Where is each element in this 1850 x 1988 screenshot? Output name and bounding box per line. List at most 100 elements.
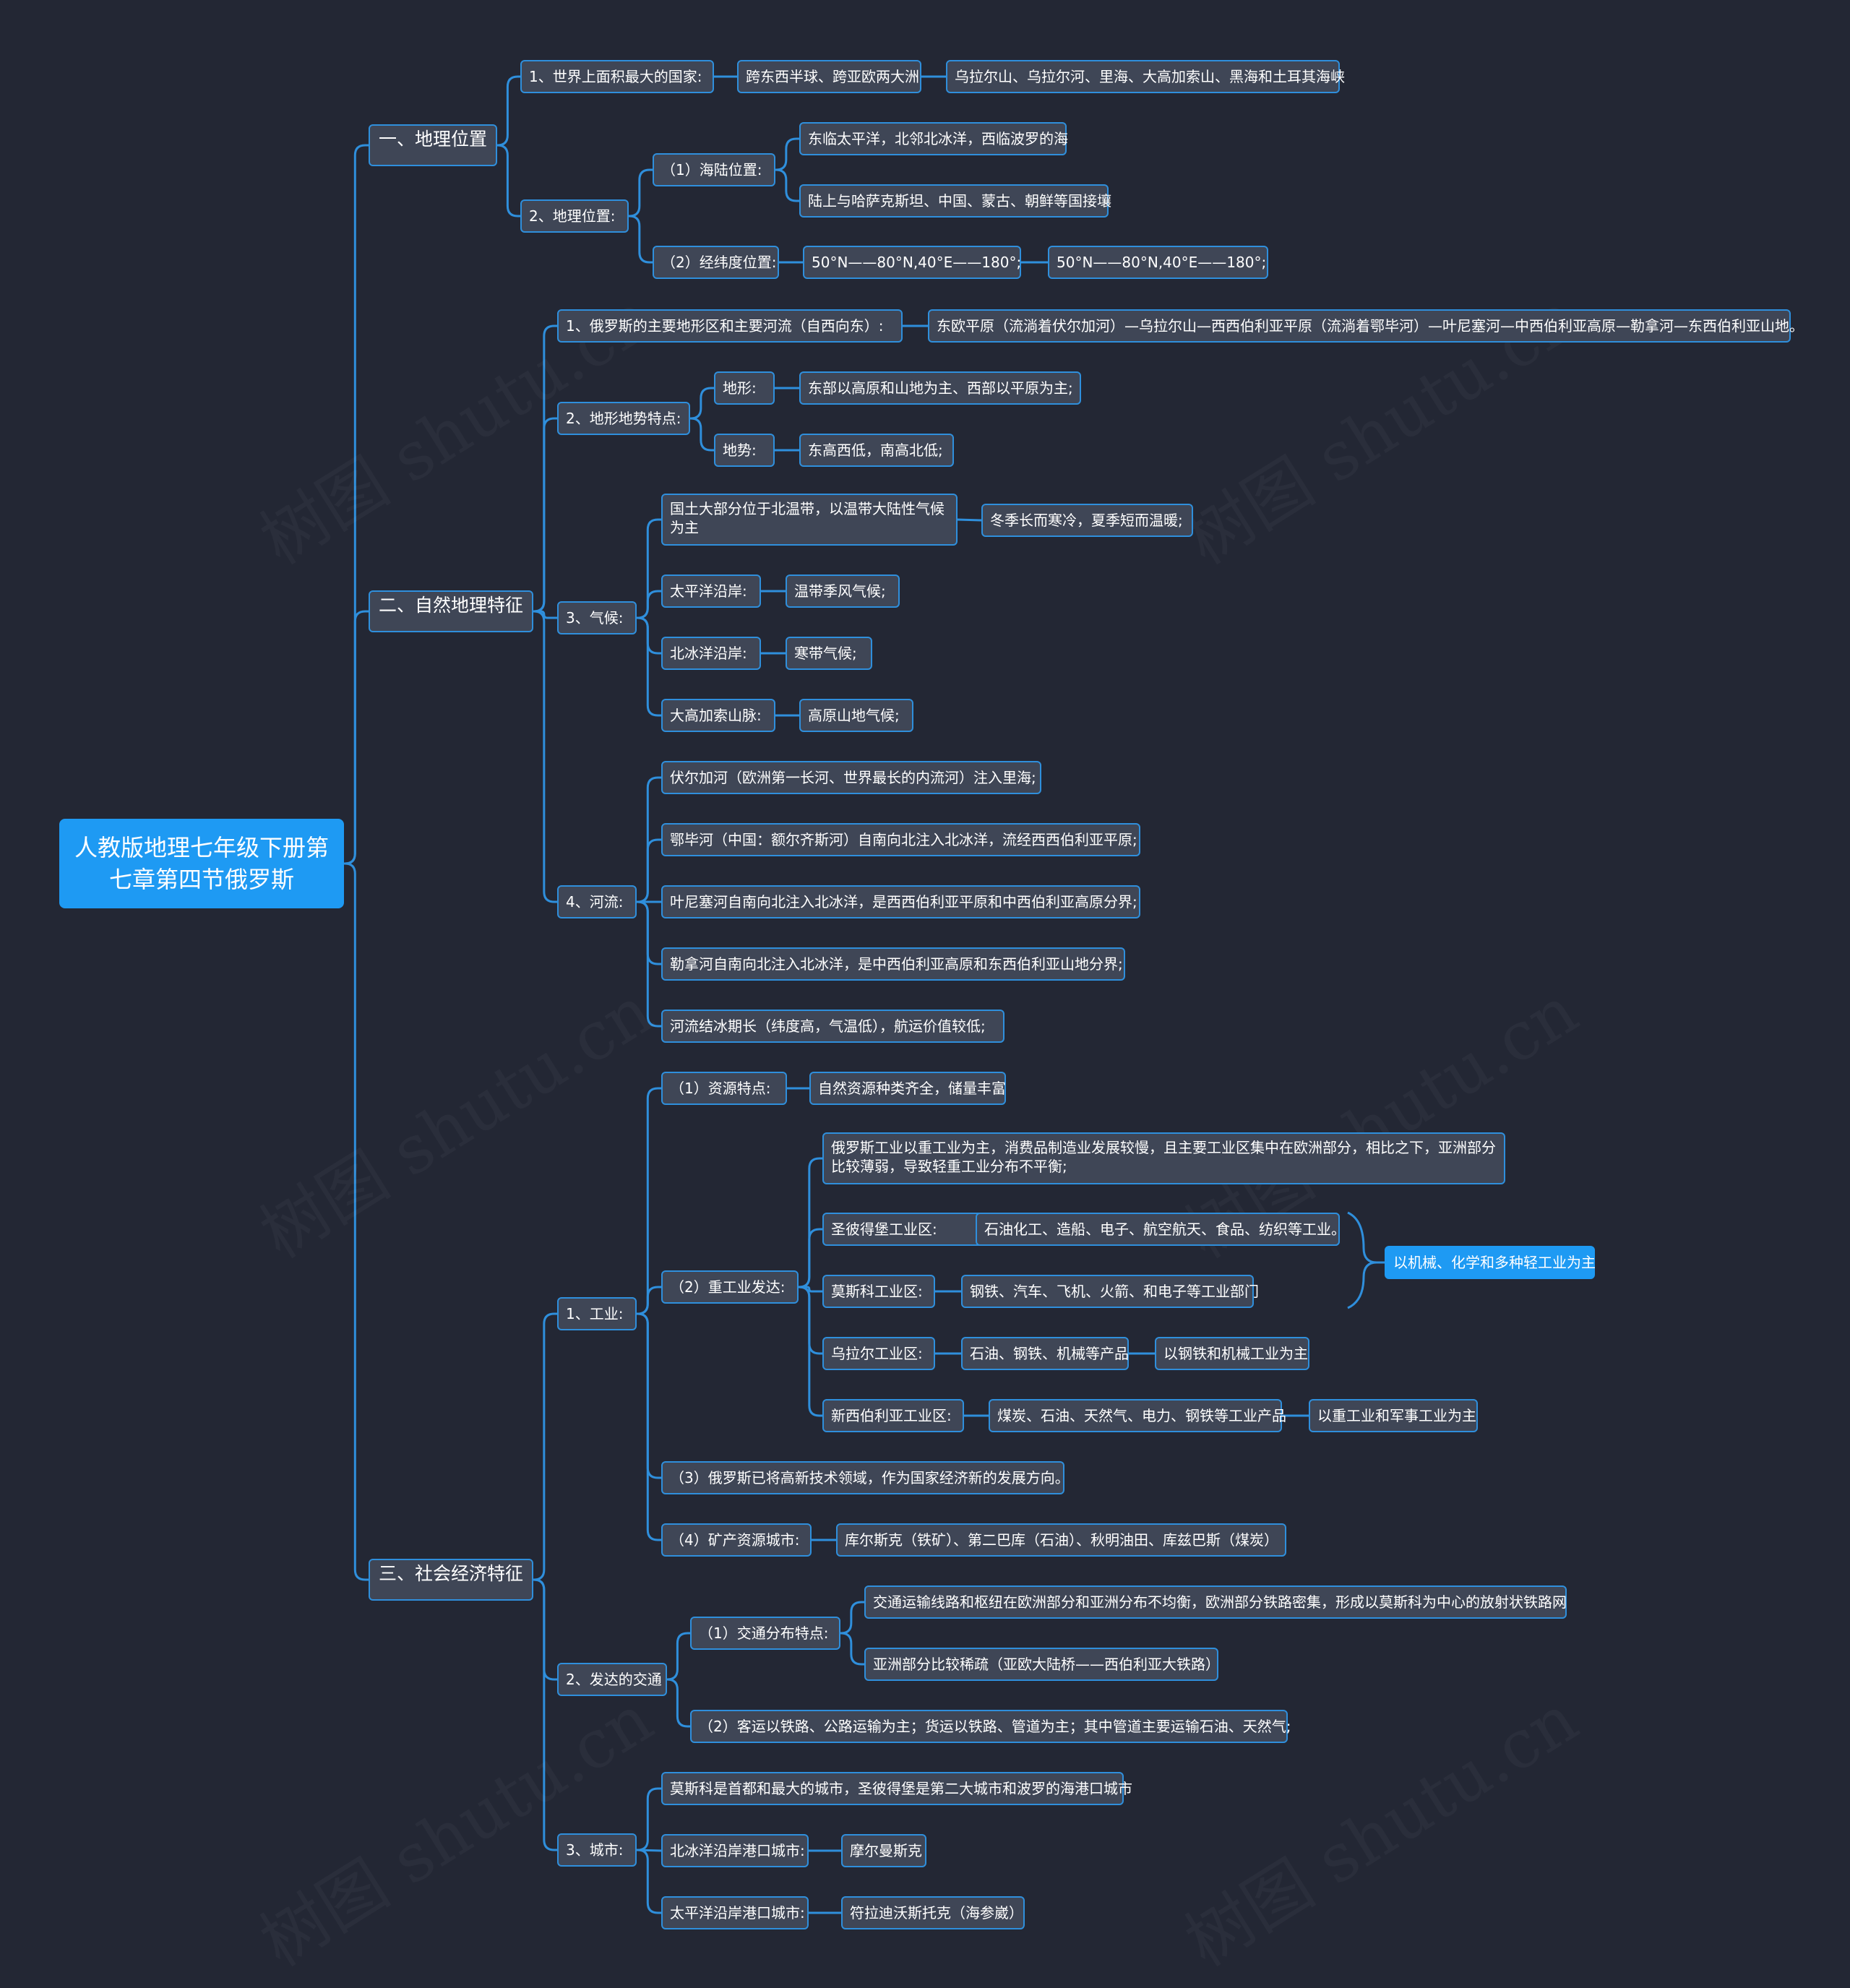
detail-node[interactable]: 冬季长而寒冷，夏季短而温暖;	[981, 504, 1193, 537]
node-label: 河流结冰期长（纬度高，气温低），航运价值较低;	[670, 1017, 986, 1035]
topic-node[interactable]: 2、地理位置:	[520, 199, 629, 233]
node-label: 伏尔加河（欧洲第一长河、世界最长的内流河）注入里海;	[670, 769, 1036, 786]
topic-node[interactable]: 1、俄罗斯的主要地形区和主要河流（自西向东）:	[557, 309, 903, 343]
connector-line	[533, 1578, 557, 1851]
detail-node[interactable]: 北冰洋沿岸港口城市:	[661, 1834, 809, 1867]
topic-node[interactable]: 1、世界上面积最大的国家:	[520, 60, 714, 93]
detail-node[interactable]: 太平洋沿岸:	[661, 575, 761, 608]
node-label: 交通运输线路和枢纽在欧洲部分和亚洲分布不均衡，欧洲部分铁路密集，形成以莫斯科为中…	[873, 1593, 1567, 1611]
node-label: 莫斯科工业区:	[831, 1283, 923, 1300]
detail-node[interactable]: （2）重工业发达:	[661, 1270, 799, 1304]
node-label: 钢铁、汽车、飞机、火箭、和电子等工业部门	[970, 1283, 1259, 1300]
topic-node[interactable]: 2、地形地势特点:	[557, 402, 690, 435]
detail-node[interactable]: 石油化工、造船、电子、航空航天、食品、纺织等工业。	[976, 1213, 1346, 1246]
section-node[interactable]: 一、地理位置	[369, 124, 497, 166]
detail-node[interactable]: 地形:	[714, 371, 775, 405]
detail-node[interactable]: 新西伯利亚工业区:	[822, 1399, 964, 1432]
node-label: 温带季风气候;	[794, 582, 886, 600]
detail-node[interactable]: 自然资源种类齐全，储量丰富	[809, 1072, 1006, 1105]
detail-node[interactable]: 以重工业和军事工业为主	[1309, 1399, 1478, 1432]
detail-node[interactable]: 叶尼塞河自南向北注入北冰洋，是西西伯利亚平原和中西伯利亚高原分界;	[661, 885, 1140, 918]
detail-node[interactable]: 钢铁、汽车、飞机、火箭、和电子等工业部门	[961, 1275, 1259, 1308]
node-label: 亚洲部分比较稀疏（亚欧大陆桥——西伯利亚大铁路）	[873, 1656, 1220, 1673]
detail-node[interactable]: （1）资源特点:	[661, 1072, 787, 1105]
topic-node[interactable]: 3、气候:	[557, 601, 637, 634]
node-label: 50°N——80°N,40°E——180°;	[1057, 254, 1267, 271]
connector-line	[690, 387, 714, 420]
connector-line	[637, 1286, 661, 1315]
detail-node[interactable]: 国土大部分位于北温带，以温带大陆性气候为主	[661, 494, 958, 546]
node-label: 4、河流:	[566, 893, 624, 911]
detail-node[interactable]: 符拉迪沃斯托克（海参崴）	[841, 1896, 1025, 1929]
topic-node[interactable]: 4、河流:	[557, 885, 637, 918]
detail-node[interactable]: （3）俄罗斯已将高新技术领域，作为国家经济新的发展方向。	[661, 1461, 1070, 1494]
detail-node[interactable]: 莫斯科是首都和最大的城市，圣彼得堡是第二大城市和波罗的海港口城市	[661, 1772, 1132, 1805]
topic-node[interactable]: 1、工业:	[557, 1297, 637, 1330]
node-label: 1、工业:	[566, 1305, 624, 1322]
detail-node[interactable]: 北冰洋沿岸:	[661, 637, 761, 670]
detail-node[interactable]: 地势:	[714, 434, 775, 467]
node-label: 圣彼得堡工业区:	[831, 1221, 937, 1238]
detail-node[interactable]: 高原山地气候;	[799, 699, 913, 732]
detail-node[interactable]: 石油、钢铁、机械等产品	[961, 1337, 1129, 1370]
detail-node[interactable]: 摩尔曼斯克	[841, 1834, 926, 1867]
node-label: 2、地形地势特点:	[566, 410, 681, 427]
detail-node[interactable]: 库尔斯克（铁矿）、第二巴库（石油）、秋明油田、库兹巴斯（煤炭）	[836, 1523, 1286, 1557]
summary-node[interactable]: 以机械、化学和多种轻工业为主	[1385, 1246, 1596, 1279]
node-label: 3、气候:	[566, 609, 624, 627]
detail-node[interactable]: 交通运输线路和枢纽在欧洲部分和亚洲分布不均衡，欧洲部分铁路密集，形成以莫斯科为中…	[864, 1585, 1567, 1619]
topic-node[interactable]: 2、发达的交通	[557, 1663, 667, 1696]
detail-node[interactable]: （1）交通分布特点:	[690, 1617, 840, 1650]
detail-node[interactable]: 东部以高原和山地为主、西部以平原为主;	[799, 371, 1081, 405]
detail-node[interactable]: 河流结冰期长（纬度高，气温低），航运价值较低;	[661, 1010, 1004, 1043]
detail-node[interactable]: 鄂毕河（中国：额尔齐斯河）自南向北注入北冰洋，流经西西伯利亚平原;	[661, 823, 1140, 856]
section-node[interactable]: 三、社会经济特征	[369, 1559, 533, 1601]
connector-line	[344, 862, 369, 1581]
detail-node[interactable]: 50°N——80°N,40°E——180°;	[1048, 246, 1268, 279]
node-label: 跨东西半球、跨亚欧两大洲	[746, 68, 919, 85]
detail-node[interactable]: 太平洋沿岸港口城市:	[661, 1896, 809, 1929]
detail-node[interactable]: 伏尔加河（欧洲第一长河、世界最长的内流河）注入里海;	[661, 761, 1041, 794]
detail-node[interactable]: 勒拿河自南向北注入北冰洋，是中西伯利亚高原和东西伯利亚山地分界;	[661, 947, 1125, 981]
detail-node[interactable]: （2）客运以铁路、公路运输为主；货运以铁路、管道为主；其中管道主要运输石油、天然…	[690, 1710, 1291, 1743]
detail-node[interactable]: （1）海陆位置:	[653, 153, 775, 186]
node-label: 东部以高原和山地为主、西部以平原为主;	[808, 379, 1073, 397]
detail-node[interactable]: 以钢铁和机械工业为主	[1155, 1337, 1309, 1370]
detail-node[interactable]: 陆上与哈萨克斯坦、中国、蒙古、朝鲜等国接壤	[799, 184, 1111, 218]
detail-node[interactable]: （4）矿产资源城市:	[661, 1523, 812, 1557]
node-label: （2）经纬度位置:	[661, 254, 777, 271]
detail-node[interactable]: 东高西低，南高北低;	[799, 434, 954, 467]
connector-line	[667, 1632, 690, 1681]
detail-node[interactable]: 东临太平洋，北邻北冰洋，西临波罗的海	[799, 122, 1068, 155]
node-label: 高原山地气候;	[808, 707, 900, 724]
topic-node[interactable]: 3、城市:	[557, 1833, 637, 1867]
detail-node[interactable]: 东欧平原（流淌着伏尔加河）—乌拉尔山—西西伯利亚平原（流淌着鄂毕河）—叶尼塞河—…	[928, 309, 1804, 343]
detail-node[interactable]: 乌拉尔工业区:	[822, 1337, 935, 1370]
node-label: 地形:	[723, 379, 757, 397]
detail-node[interactable]: 煤炭、石油、天然气、电力、钢铁等工业产品	[989, 1399, 1286, 1432]
detail-node[interactable]: 跨东西半球、跨亚欧两大洲	[737, 60, 921, 93]
detail-node[interactable]: 俄罗斯工业以重工业为主，消费品制造业发展较慢，且主要工业区集中在欧洲部分，相比之…	[822, 1132, 1505, 1184]
detail-node[interactable]: 大高加索山脉:	[661, 699, 775, 732]
detail-node[interactable]: 乌拉尔山、乌拉尔河、里海、大高加索山、黑海和土耳其海峡	[946, 60, 1345, 93]
connector-line	[637, 900, 661, 1028]
detail-node[interactable]: 温带季风气候;	[786, 575, 900, 608]
section-node[interactable]: 二、自然地理特征	[369, 590, 533, 632]
detail-node[interactable]: 寒带气候;	[786, 637, 872, 670]
node-label: 莫斯科是首都和最大的城市，圣彼得堡是第二大城市和波罗的海港口城市	[670, 1780, 1132, 1797]
node-label: （2）重工业发达:	[670, 1278, 786, 1296]
detail-node[interactable]: 莫斯科工业区:	[822, 1275, 935, 1308]
node-label: 北冰洋沿岸:	[670, 645, 747, 662]
detail-node[interactable]: （2）经纬度位置:	[653, 246, 779, 279]
connector-line	[637, 1312, 661, 1541]
node-label: 鄂毕河（中国：额尔齐斯河）自南向北注入北冰洋，流经西西伯利亚平原;	[670, 831, 1137, 848]
root-node[interactable]: 人教版地理七年级下册第七章第四节俄罗斯	[59, 819, 344, 908]
detail-node[interactable]: 亚洲部分比较稀疏（亚欧大陆桥——西伯利亚大铁路）	[864, 1648, 1220, 1681]
connector-line	[637, 838, 661, 903]
detail-node[interactable]: 50°N——80°N,40°E——180°;	[803, 246, 1021, 279]
node-label: 新西伯利亚工业区:	[831, 1407, 952, 1424]
node-label: 自然资源种类齐全，储量丰富	[818, 1080, 1006, 1097]
node-label: 俄罗斯工业以重工业为主，消费品制造业发展较慢，且主要工业区集中在欧洲部分，相比之…	[831, 1139, 1496, 1175]
